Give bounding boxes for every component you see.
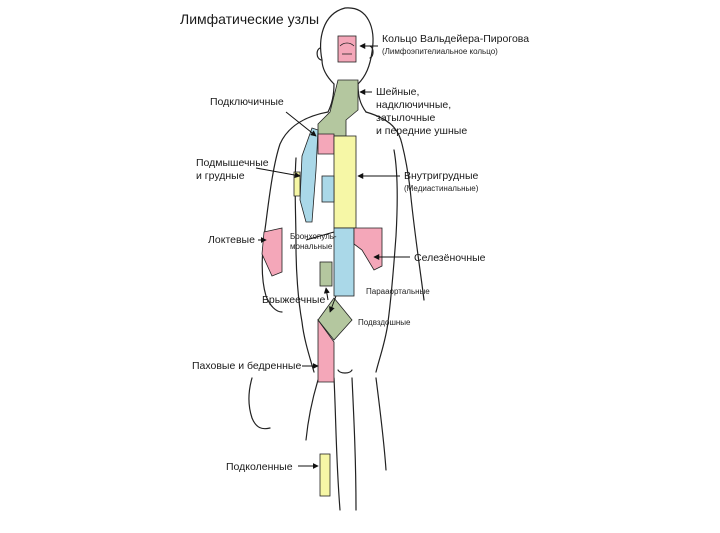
axillary-region [299, 127, 319, 223]
bronchopulmonary-region [321, 175, 335, 203]
waldeyer-ring-region [337, 35, 357, 63]
leader-lines [255, 43, 410, 469]
label-mesenteric: Брыжеечные [262, 294, 326, 306]
mesenteric-region [319, 261, 333, 287]
label-inguinal: Паховые и бедренные [192, 360, 302, 372]
splenic-region [353, 227, 383, 271]
label-popliteal: Подколенные [226, 461, 293, 473]
inguinal-region [317, 318, 335, 383]
label-waldeyer-ring-sub: (Лимфоэпителиальное кольцо) [382, 47, 498, 56]
label-intrathoracic: Внутригрудные [404, 170, 479, 182]
label-paraaortic: Парааортальные [366, 287, 430, 296]
label-elbow: Локтевые [208, 234, 255, 246]
label-cervical: Шейные, надключичные, затылочные и перед… [376, 86, 468, 137]
intrathoracic-region [333, 135, 357, 229]
label-mediastinal: (Медиастинальные) [404, 184, 479, 193]
paraaortic-region [333, 227, 355, 297]
subclavian-region [317, 133, 335, 155]
label-splenic: Селезёночные [414, 252, 486, 264]
label-axillary: Подмышечные и грудные [196, 157, 269, 182]
label-subclavian: Подключичные [210, 96, 284, 108]
diagram-title: Лимфатические узлы [180, 11, 320, 27]
label-iliac: Подвздошные [358, 318, 411, 327]
label-bronchopulmonary: Бронхопуль- мональные [290, 232, 337, 251]
elbow-region [261, 227, 283, 277]
label-waldeyer-ring: Кольцо Вальдейера-Пирогова [382, 33, 530, 45]
iliac-region [317, 297, 353, 341]
cervical-region [317, 79, 359, 137]
popliteal-region [319, 453, 331, 497]
